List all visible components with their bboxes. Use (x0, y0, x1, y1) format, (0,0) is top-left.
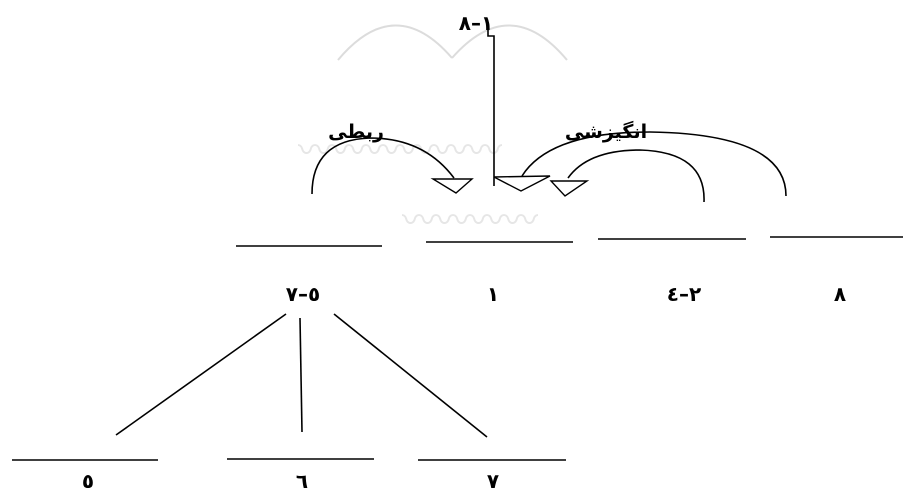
motivational-arrow-curve-8 (521, 131, 787, 197)
branch-line-to-6 (299, 317, 303, 433)
top-connector-line (487, 22, 495, 186)
node-label-2-4: ٢–٤ (667, 282, 701, 306)
node-label-5-7: ٥–٧ (286, 282, 320, 306)
motivational-label: انگیزشی (565, 120, 647, 143)
watermark: 〰〰〰〰〰〰 〰〰〰〰 (298, 24, 568, 241)
svg-text:〰〰〰〰〰〰: 〰〰〰〰〰〰 (298, 131, 502, 171)
relational-arrow-curve (311, 137, 455, 195)
arrowhead-motivational-2-4 (549, 180, 590, 197)
node-label-7: ٧ (487, 469, 499, 492)
motivational-arrow-curve-2-4 (567, 149, 705, 203)
node-label-5: ٥ (82, 469, 94, 492)
branch-line-to-7 (333, 313, 488, 438)
node-label-8: ٨ (834, 282, 846, 306)
arrowhead-motivational-8 (493, 175, 551, 192)
branch-line-to-5 (115, 313, 287, 436)
svg-text:〰〰〰〰: 〰〰〰〰 (402, 201, 538, 241)
node-label-6: ٦ (296, 469, 308, 492)
arrowhead-relational (430, 178, 474, 194)
node-label-1: ١ (487, 282, 499, 306)
